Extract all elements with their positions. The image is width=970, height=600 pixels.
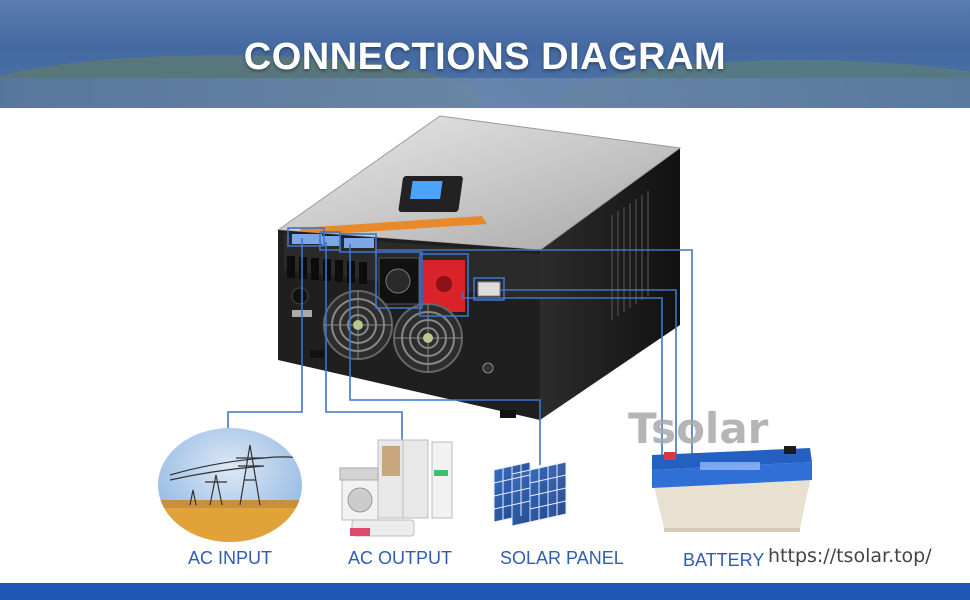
ac-output-line [325,242,403,440]
label-ac-output: AC OUTPUT [348,548,453,568]
watermark: Tsolar [628,404,769,453]
solar-line [349,244,541,465]
page-title: CONNECTIONS DIAGRAM [243,36,727,78]
label-battery: BATTERY [683,550,765,570]
solar-panel-icon [493,461,567,527]
label-ac-input: AC INPUT [188,548,273,568]
connection-lines [227,227,693,465]
header-banner: CONNECTIONS DIAGRAM [0,0,970,108]
battery-positive-line [462,292,663,455]
ac-input-line [227,238,303,440]
label-solar-panel: SOLAR PANEL [500,548,624,568]
appliances-icon [339,439,453,537]
footer-bar [0,583,970,600]
battery-comm-line [500,289,677,455]
battery-icon [652,446,812,532]
website-url: https://tsolar.top/ [768,545,932,567]
power-tower-icon [158,428,302,542]
inverter-image [276,115,682,420]
